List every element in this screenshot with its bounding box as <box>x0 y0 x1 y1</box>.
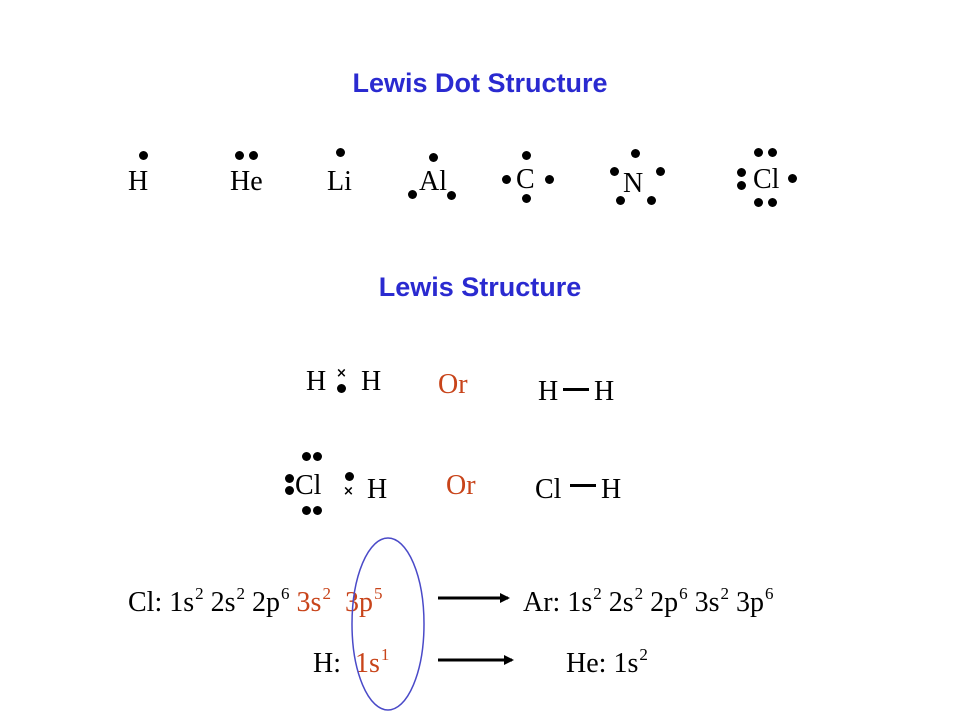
config-ar: Ar: 1s2 2s2 2p6 3s2 3p6 <box>523 584 774 618</box>
config-he: He: 1s2 <box>566 645 648 679</box>
config-cl: Cl: 1s2 2s2 2p6 3s2 3p5 <box>128 584 383 618</box>
valence-ellipse <box>351 537 425 711</box>
or-label-hcl: Or <box>446 470 476 501</box>
config-h: H: 1s1 <box>313 645 390 679</box>
title-lewis-structure: Lewis Structure <box>378 272 582 302</box>
or-label-h2: Or <box>438 369 468 400</box>
title-lewis-dot-structure: Lewis Dot Structure <box>352 68 608 98</box>
